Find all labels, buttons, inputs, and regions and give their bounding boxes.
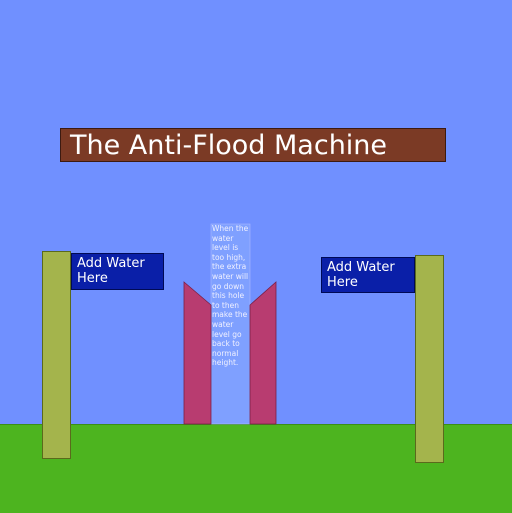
right-water-pillar[interactable]	[415, 255, 444, 463]
game-title: The Anti-Flood Machine	[60, 128, 446, 162]
right-funnel-wall	[249, 281, 277, 425]
right-add-water-sign[interactable]: Add Water Here	[321, 257, 415, 293]
left-funnel-wall	[183, 281, 212, 425]
left-water-pillar[interactable]	[42, 251, 71, 459]
drain-hole-note: When the water level is too high, the ex…	[212, 224, 249, 368]
left-add-water-sign[interactable]: Add Water Here	[71, 253, 164, 290]
